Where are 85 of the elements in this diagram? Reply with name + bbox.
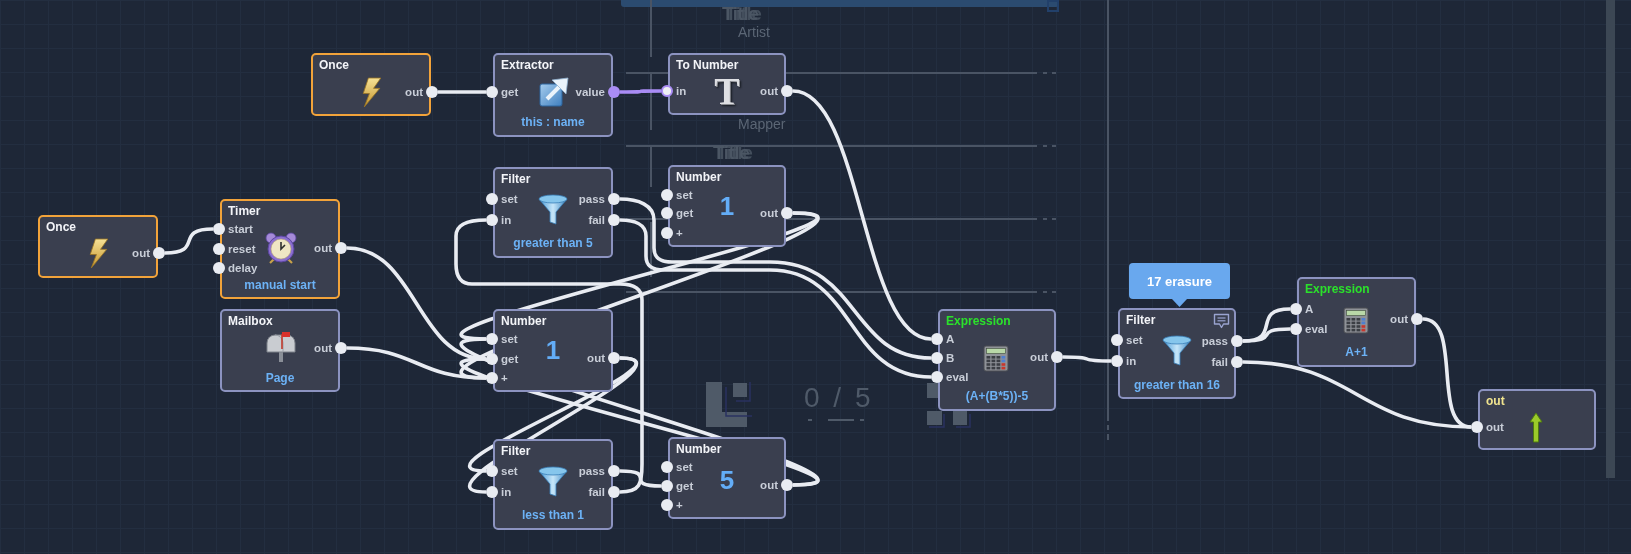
node-value: 5 — [719, 466, 735, 494]
node-title: Number — [676, 441, 722, 457]
port-label: eval — [1305, 322, 1328, 337]
node-subtitle: A+1 — [1345, 344, 1368, 360]
background-text: Mapper — [738, 116, 786, 132]
port-label: out — [1390, 312, 1408, 327]
port-label: A — [1305, 302, 1314, 317]
port-label: get — [676, 479, 694, 494]
node-subtitle: greater than 5 — [513, 235, 593, 251]
port-label: pass — [578, 464, 605, 479]
wire — [619, 469, 662, 488]
port-label: delay — [228, 261, 258, 276]
port-label: pass — [1201, 334, 1228, 349]
node-value: 1 — [545, 336, 561, 364]
node-subtitle: Page — [265, 370, 295, 386]
node-subtitle: less than 1 — [522, 507, 584, 523]
node-title: Filter — [1126, 312, 1156, 328]
wire — [619, 218, 932, 379]
node-title: Filter — [501, 171, 531, 187]
port-label: in — [501, 213, 512, 228]
node-title: out — [1486, 393, 1505, 409]
port-label: A — [946, 332, 955, 347]
port-label: fail — [1211, 355, 1228, 370]
port-label: in — [501, 485, 512, 500]
wire — [164, 227, 214, 255]
wire — [1242, 327, 1291, 343]
port-label: out — [1486, 420, 1504, 435]
wire — [438, 90, 486, 94]
port-label: start — [228, 222, 253, 237]
wire — [792, 89, 932, 341]
port-label: in — [676, 84, 687, 99]
port-label: get — [676, 206, 694, 221]
node-subtitle: (A+(B*5))-5 — [965, 388, 1029, 404]
wire — [619, 197, 932, 360]
node-title: Filter — [501, 443, 531, 459]
port-label: out — [760, 206, 778, 221]
port-label: set — [1126, 333, 1143, 348]
port-label: value — [575, 85, 605, 100]
node-title: Expression — [1305, 281, 1370, 297]
tooltip: 17 erasure — [1129, 263, 1230, 307]
node-title: Number — [676, 169, 722, 185]
port-label: get — [501, 85, 519, 100]
port-label: set — [501, 464, 518, 479]
port-label: B — [946, 351, 955, 366]
wire — [1063, 355, 1111, 363]
node-title: To Number — [676, 57, 739, 73]
port-label: + — [501, 371, 508, 386]
background-text: Artist — [738, 24, 770, 40]
port-label: set — [501, 332, 518, 347]
wire — [620, 89, 661, 94]
node-title: Timer — [228, 203, 261, 219]
port-label: out — [1030, 350, 1048, 365]
port-label: out — [760, 84, 778, 99]
port-label: out — [587, 351, 605, 366]
port-label: set — [501, 192, 518, 207]
port-label: out — [760, 478, 778, 493]
node-subtitle: manual start — [244, 277, 316, 293]
node-subtitle: this : name — [521, 114, 585, 130]
port-label: set — [676, 188, 693, 203]
node-title: Number — [501, 313, 547, 329]
port-label: set — [676, 460, 693, 475]
node-title: Once — [46, 219, 76, 235]
port-label: + — [676, 226, 683, 241]
wire — [469, 356, 637, 473]
node-title: Expression — [946, 313, 1011, 329]
node-title: Extractor — [501, 57, 554, 73]
port-label: out — [314, 341, 332, 356]
port-label: pass — [578, 192, 605, 207]
port-label: out — [132, 246, 150, 261]
port-label: fail — [588, 485, 605, 500]
wire — [454, 218, 644, 494]
port-label: reset — [228, 242, 256, 257]
node-value: 1 — [719, 192, 735, 220]
port-label: fail — [588, 213, 605, 228]
node-title: Mailbox — [228, 313, 273, 329]
port-label: get — [501, 352, 519, 367]
node-title: Once — [319, 57, 349, 73]
wire — [1422, 317, 1472, 429]
symbol-text: T — [714, 74, 740, 108]
port-label: in — [1126, 354, 1137, 369]
port-label: + — [676, 498, 683, 513]
port-label: out — [314, 241, 332, 256]
port-label: eval — [946, 370, 969, 385]
port-label: out — [405, 85, 423, 100]
node-subtitle: greater than 16 — [1134, 377, 1220, 393]
